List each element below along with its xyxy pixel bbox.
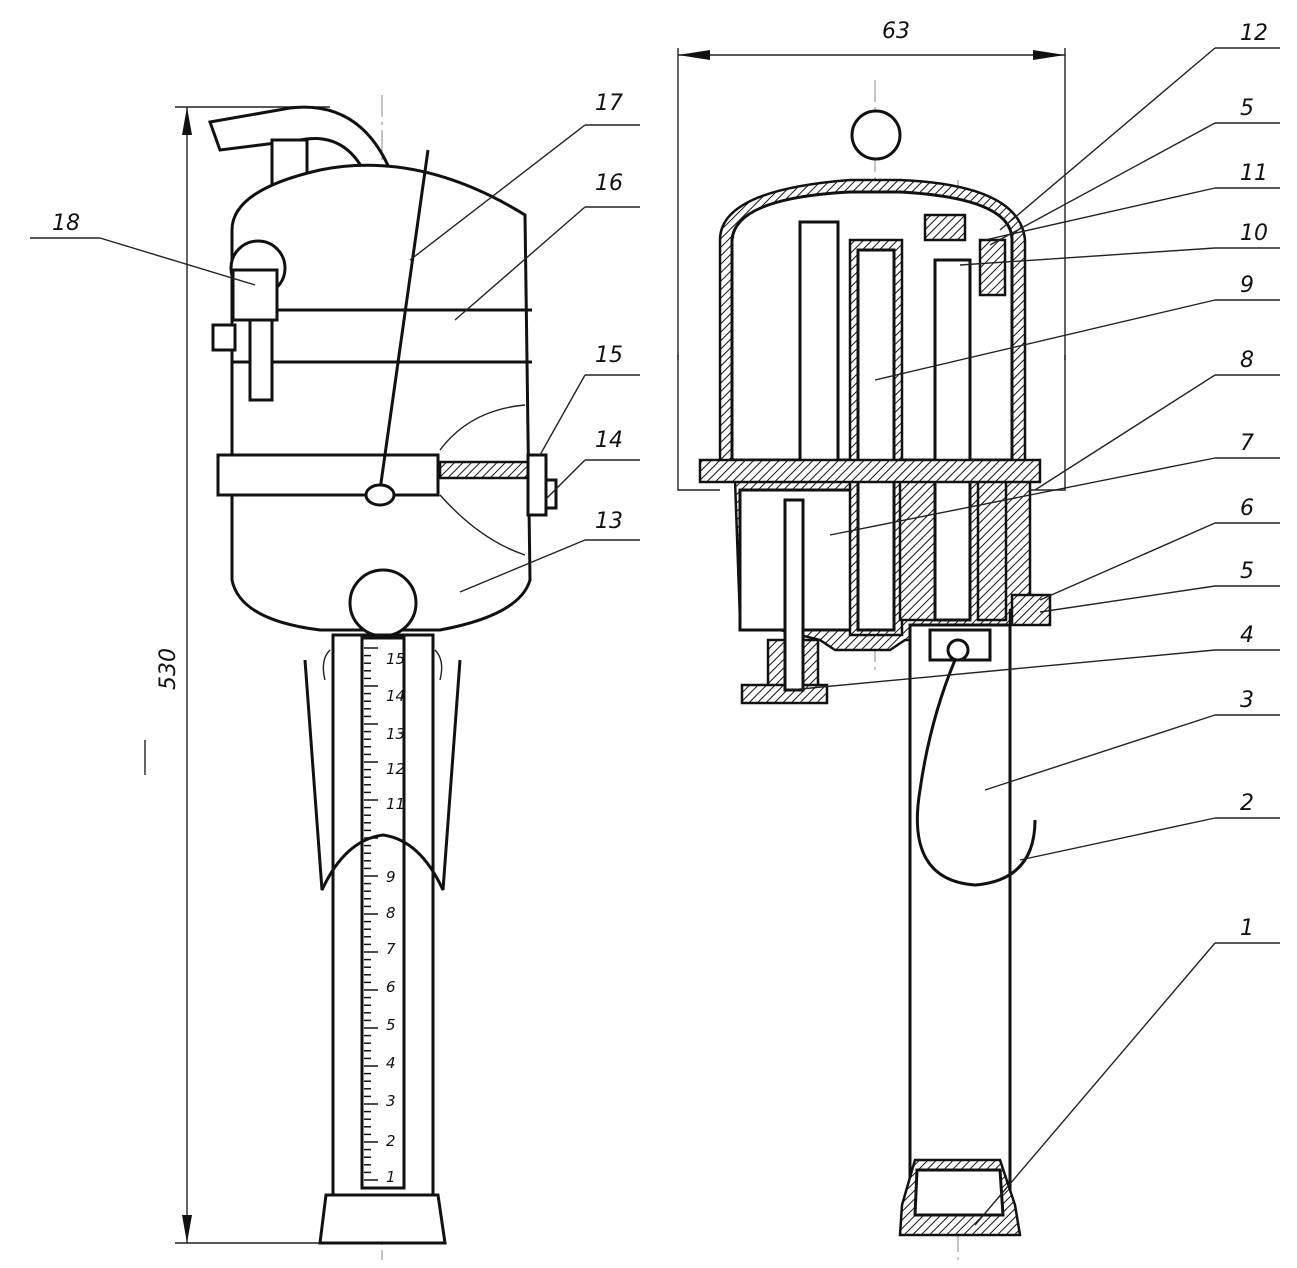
callout-label: 10	[1240, 221, 1268, 246]
scale-mark: 1	[386, 1168, 396, 1186]
scale-mark: 6	[386, 978, 396, 996]
callout-label: 12	[1240, 21, 1268, 46]
measuring-scale: 15 14 13 12 11 9 8 7 6 5 4 3 2 1	[364, 647, 405, 1186]
scale-mark: 2	[386, 1132, 396, 1150]
leader-line	[984, 714, 1216, 791]
scale-mark: 12	[386, 760, 405, 778]
leader-line	[454, 206, 586, 321]
callout-label: 18	[52, 211, 80, 236]
callout-label: 11	[1240, 161, 1268, 186]
leader-line	[1039, 585, 1216, 613]
leader-line	[999, 47, 1216, 231]
callout-label: 5	[1240, 559, 1254, 584]
right-view-section	[677, 48, 1066, 1260]
callout-label: 9	[1240, 273, 1254, 298]
dimension-height: 530	[156, 648, 181, 690]
scale-mark: 11	[386, 795, 405, 813]
leader-line	[1034, 374, 1216, 491]
leader-line	[984, 187, 1216, 241]
scale-mark: 15	[386, 650, 405, 668]
leader-line	[544, 459, 586, 501]
leader-line	[459, 539, 586, 593]
callout-label: 8	[1240, 348, 1254, 373]
leader-line	[99, 237, 256, 286]
callout-label: 16	[595, 171, 623, 196]
callout-label: 7	[1240, 431, 1254, 456]
scale-mark: 9	[386, 868, 396, 886]
scale-mark: 14	[386, 687, 405, 705]
dimension-width: 63	[882, 19, 910, 44]
scale-mark: 7	[386, 940, 396, 958]
leader-line	[874, 299, 1216, 381]
leader-line	[409, 124, 586, 261]
leader-line	[829, 457, 1216, 536]
callout-label: 2	[1240, 791, 1254, 816]
callout-label: 1	[1240, 916, 1254, 941]
scale-mark: 5	[386, 1016, 396, 1034]
callout-label: 13	[595, 509, 623, 534]
leader-line	[959, 247, 1216, 266]
scale-mark: 4	[386, 1054, 396, 1072]
leader-line	[974, 942, 1216, 1226]
callout-label: 4	[1240, 623, 1254, 648]
leader-line	[539, 374, 586, 456]
callout-label: 14	[595, 428, 623, 453]
scale-mark: 3	[386, 1092, 396, 1110]
leader-line	[789, 649, 1216, 691]
callout-label: 5	[1240, 96, 1254, 121]
leader-line	[989, 122, 1216, 246]
leader-line	[1039, 522, 1216, 601]
scale-mark: 13	[386, 725, 405, 743]
scale-mark: 8	[386, 904, 396, 922]
leader-line	[1019, 817, 1216, 861]
callout-label: 3	[1240, 688, 1254, 713]
callout-label: 6	[1240, 496, 1254, 521]
left-view-exterior	[144, 95, 558, 1260]
callout-label: 17	[595, 91, 623, 116]
callout-label: 15	[595, 343, 623, 368]
